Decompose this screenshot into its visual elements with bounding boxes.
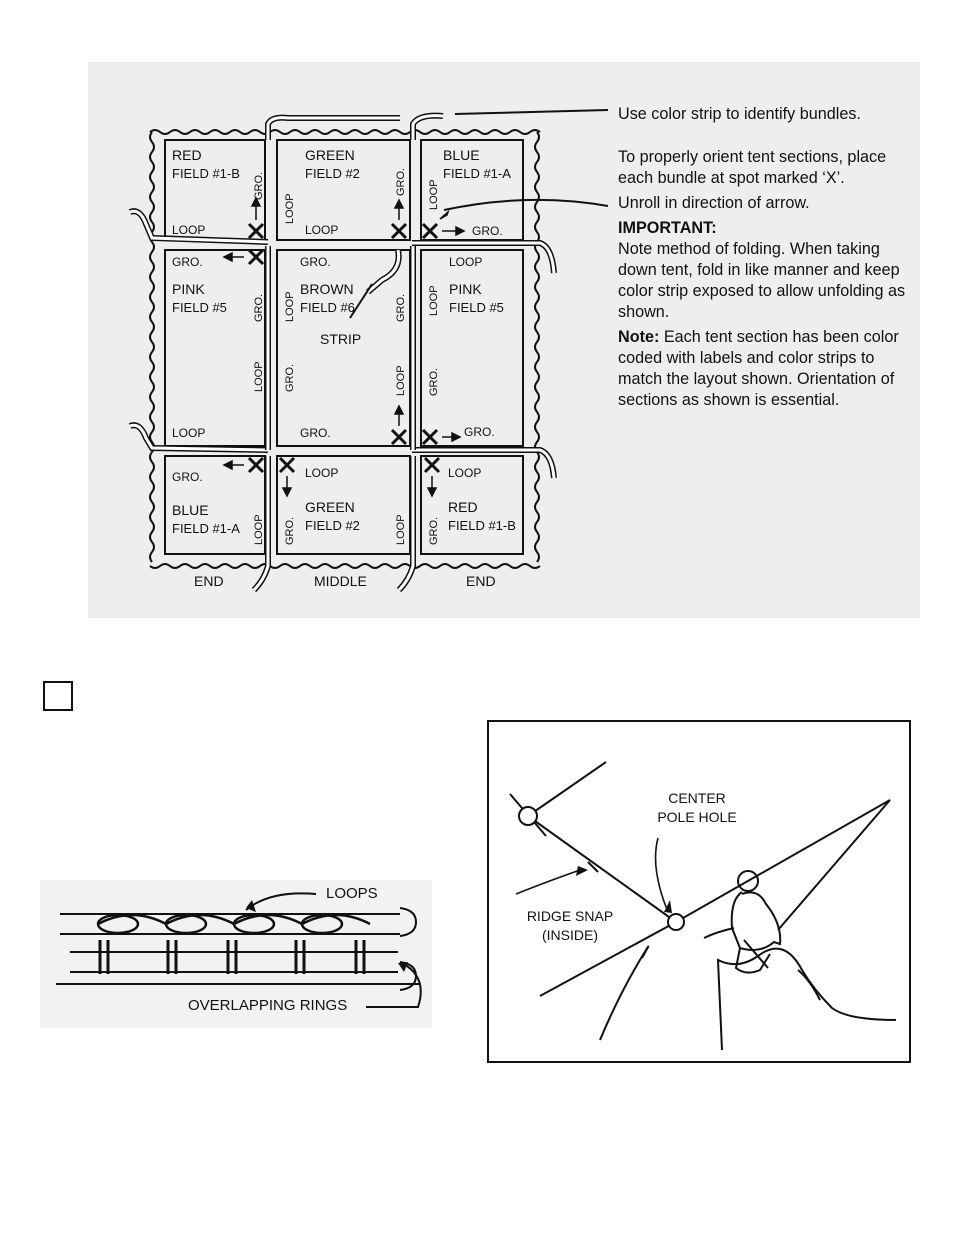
section-6-field: FIELD #5: [449, 300, 504, 315]
tent-layout-diagram: RED FIELD #1-B LOOP GRO. GREEN FIELD #2 …: [128, 109, 609, 593]
section-4-color: PINK: [172, 281, 205, 297]
outer-wavy-edge-right: [534, 131, 540, 563]
section-2-side-label-right: GRO.: [395, 168, 407, 196]
strip-label: STRIP: [320, 331, 361, 347]
section-2-field: FIELD #2: [305, 166, 360, 181]
section-1-side-label: GRO.: [253, 172, 265, 200]
section-6-bottom-label: GRO.: [464, 425, 495, 439]
section-5-field: FIELD #6: [300, 300, 355, 315]
section-9-field: FIELD #1-B: [448, 518, 516, 533]
section-2-side-label-left: LOOP: [284, 193, 296, 224]
section-5-side-label-1: LOOP: [284, 291, 296, 322]
section-1-bottom-label: LOOP: [172, 223, 205, 237]
instruction-folding: Note method of folding. When taking down…: [618, 240, 906, 321]
column-label-middle: MIDDLE: [314, 573, 367, 589]
instruction-unroll: Unroll in direction of arrow.: [618, 194, 810, 212]
section-4-field: FIELD #5: [172, 300, 227, 315]
section-8-field: FIELD #2: [305, 518, 360, 533]
section-5-bottom-label: GRO.: [300, 426, 331, 440]
section-2-bottom-label: LOOP: [305, 223, 338, 237]
section-9-side-label: GRO.: [428, 517, 440, 545]
section-7-top-label: GRO.: [172, 470, 203, 484]
section-5-side-label-3: GRO.: [395, 294, 407, 322]
section-6-side-label-1: LOOP: [428, 285, 440, 316]
note-paragraph: Note: Each tent section has been color c…: [618, 327, 918, 411]
column-label-left: END: [194, 573, 224, 589]
section-6-side-label-2: GRO.: [428, 368, 440, 396]
section-5-top-label: GRO.: [300, 255, 331, 269]
section-4-side-label-2: LOOP: [253, 361, 265, 392]
outer-wavy-edge: [149, 129, 541, 135]
section-3-bottom-label: GRO.: [472, 224, 503, 238]
section-8-color: GREEN: [305, 499, 355, 515]
section-8-side-label-2: LOOP: [395, 514, 407, 545]
section-7-field: FIELD #1-A: [172, 521, 240, 536]
section-4-side-label-1: GRO.: [253, 294, 265, 322]
section-7-side-label: LOOP: [253, 514, 265, 545]
section-4-top-label: GRO.: [172, 255, 203, 269]
section-6-color: PINK: [449, 281, 482, 297]
section-2-color: GREEN: [305, 147, 355, 163]
section-1-field: FIELD #1-B: [172, 166, 240, 181]
section-5-side-label-2: GRO.: [284, 364, 296, 392]
section-3-color: BLUE: [443, 147, 480, 163]
section-8-top-label: LOOP: [305, 466, 338, 480]
instructions-panel: Use color strip to identify bundles. To …: [618, 104, 918, 415]
loops-figure-background: [40, 880, 432, 1028]
note-heading: Note:: [618, 328, 660, 346]
section-5-side-label-4: LOOP: [395, 365, 407, 396]
section-7-color: BLUE: [172, 502, 209, 518]
center-pole-figure-frame: [487, 720, 911, 1063]
section-3-field: FIELD #1-A: [443, 166, 511, 181]
instruction-orient: To properly orient tent sections, place …: [618, 148, 887, 187]
section-3-side-label: LOOP: [428, 179, 440, 210]
diagram-background: [88, 62, 920, 618]
section-5-color: BROWN: [300, 281, 354, 297]
section-4-bottom-label: LOOP: [172, 426, 205, 440]
note-text: Each tent section has been color coded w…: [618, 328, 899, 409]
section-9-color: RED: [448, 499, 478, 515]
section-1-color: RED: [172, 147, 202, 163]
section-9-top-label: LOOP: [448, 466, 481, 480]
outer-wavy-edge-left: [149, 131, 155, 563]
instruction-color-strip: Use color strip to identify bundles.: [618, 105, 861, 123]
important-heading: IMPORTANT:: [618, 219, 717, 237]
section-6-top-label: LOOP: [449, 255, 482, 269]
column-label-right: END: [466, 573, 496, 589]
section-8-side-label-1: GRO.: [284, 517, 296, 545]
outer-wavy-edge-bottom: [149, 563, 541, 569]
step-number-box: [43, 681, 73, 711]
